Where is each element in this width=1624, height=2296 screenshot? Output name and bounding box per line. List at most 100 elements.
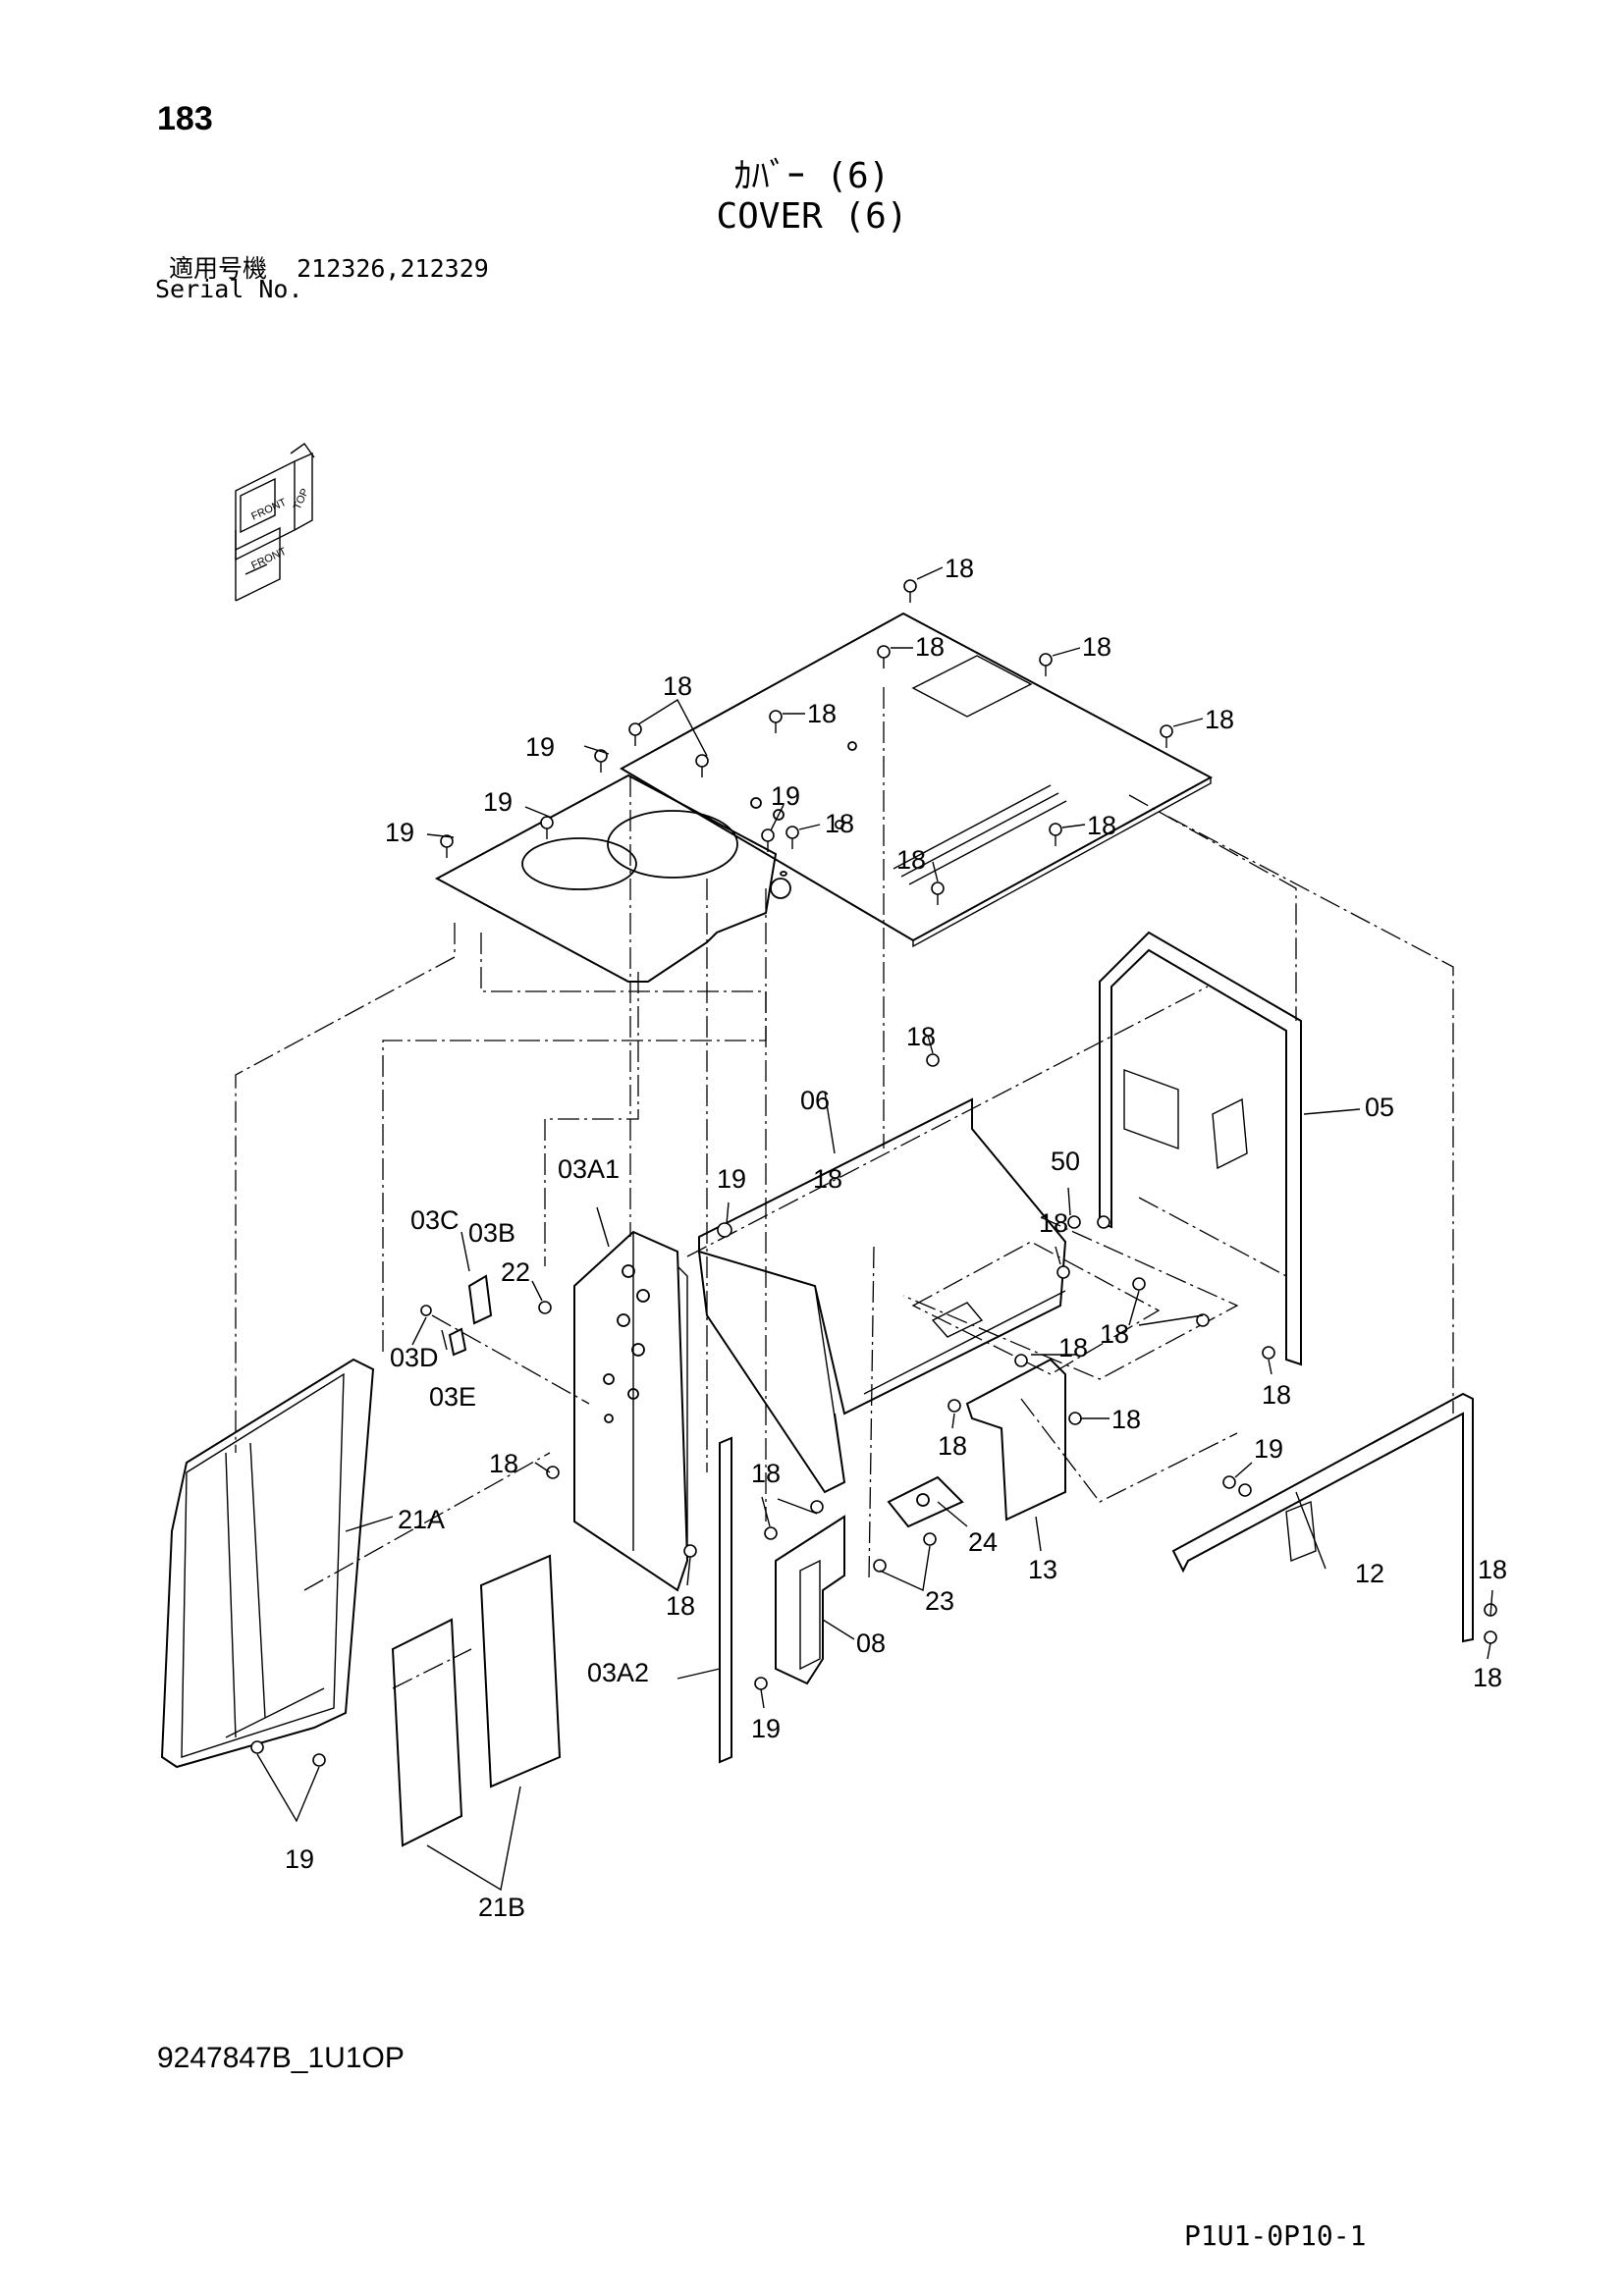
serial-label-ja-text: 適用号機 bbox=[169, 254, 268, 283]
bolt-icon bbox=[1222, 1475, 1236, 1489]
callout-label: 18 bbox=[813, 1164, 842, 1194]
callout-label: 19 bbox=[385, 818, 414, 847]
sheet-id: P1U1-0P10-1 bbox=[1184, 2219, 1367, 2252]
callout-label: 18 bbox=[807, 699, 837, 728]
orientation-icon: TOP FRONT FRONT bbox=[235, 443, 315, 602]
bolt-icon bbox=[1068, 1412, 1082, 1425]
assembly-chain-lines bbox=[235, 687, 1454, 1689]
plate-24 bbox=[887, 1475, 964, 1528]
callout-label: 18 bbox=[663, 671, 692, 701]
bolt-icon bbox=[764, 1526, 778, 1540]
callout-label: 21A bbox=[398, 1505, 445, 1534]
bolt-icon bbox=[1196, 1313, 1210, 1327]
serial-label-japanese: 適用号機 212326,212329 bbox=[169, 249, 489, 285]
callout-label: 18 bbox=[489, 1449, 518, 1478]
bolt-icon bbox=[923, 1532, 937, 1546]
callout-label: 12 bbox=[1355, 1559, 1384, 1588]
serial-label-english: Serial No. bbox=[155, 275, 303, 303]
callout-label: 18 bbox=[906, 1022, 936, 1051]
callout-label: 19 bbox=[1254, 1434, 1283, 1464]
callout-label: 03C bbox=[410, 1205, 460, 1235]
bolt-icon bbox=[754, 1677, 768, 1690]
bolt-icon bbox=[1049, 823, 1062, 846]
bolt-icon bbox=[250, 1740, 264, 1754]
bolt-icon bbox=[810, 1500, 824, 1514]
bolt-icon bbox=[926, 1053, 940, 1067]
bolt-icon bbox=[903, 579, 917, 603]
rear-frame-05 bbox=[1099, 931, 1302, 1366]
pads-21B bbox=[391, 1554, 562, 1847]
bolt-icon bbox=[312, 1753, 326, 1767]
bolt-icon bbox=[877, 645, 891, 668]
page-number: 183 bbox=[157, 100, 213, 137]
bolt-icon bbox=[1014, 1354, 1028, 1367]
callout-label: 18 bbox=[1058, 1333, 1088, 1362]
plate-13 bbox=[965, 1358, 1066, 1522]
callout-label: 18 bbox=[1262, 1380, 1291, 1410]
small-brackets bbox=[448, 1274, 552, 1357]
callout-label: 18 bbox=[945, 554, 974, 583]
callout-label: 19 bbox=[285, 1844, 314, 1874]
bolt-icon bbox=[628, 722, 642, 746]
callout-label: 18 bbox=[1087, 811, 1116, 840]
bolts bbox=[250, 579, 1497, 1767]
bracket-12 bbox=[1171, 1392, 1474, 1643]
callout-label: 18 bbox=[1205, 705, 1234, 734]
bumper-frame-21A bbox=[160, 1358, 375, 1769]
callout-label: 08 bbox=[856, 1629, 886, 1658]
bolt-icon bbox=[1238, 1483, 1252, 1497]
serial-numbers: 212326,212329 bbox=[297, 254, 489, 283]
bolt-icon bbox=[1056, 1265, 1070, 1279]
callout-label: 18 bbox=[825, 809, 854, 838]
side-panel-03A1 bbox=[573, 1230, 689, 1592]
callout-label: 19 bbox=[525, 732, 555, 762]
top-cover-plate bbox=[619, 612, 1214, 948]
callout-label: 18 bbox=[1100, 1319, 1129, 1349]
bolt-icon bbox=[873, 1559, 887, 1573]
bolt-icon bbox=[1097, 1215, 1110, 1229]
bolt-icon bbox=[1067, 1215, 1081, 1229]
callout-label: 06 bbox=[800, 1086, 830, 1115]
bolt-icon bbox=[931, 881, 945, 905]
center-housing-06 bbox=[698, 1097, 1067, 1494]
strip-03A2 bbox=[719, 1436, 732, 1764]
callout-label: 18 bbox=[915, 632, 945, 662]
callout-label: 03B bbox=[468, 1218, 515, 1248]
callout-label: 13 bbox=[1028, 1555, 1057, 1584]
callout-label: 18 bbox=[666, 1591, 695, 1621]
bolt-icon bbox=[769, 710, 783, 733]
bolt-icon bbox=[440, 834, 454, 858]
callout-label: 18 bbox=[896, 845, 926, 875]
bolt-icon bbox=[420, 1305, 432, 1316]
bolt-icon bbox=[540, 816, 554, 839]
callout-label: 19 bbox=[483, 787, 513, 817]
callout-label: 19 bbox=[751, 1714, 781, 1743]
callout-label: 03A2 bbox=[587, 1658, 649, 1687]
bolt-icon bbox=[1160, 724, 1173, 748]
callout-label: 21B bbox=[478, 1893, 525, 1922]
callout-label: 19 bbox=[717, 1164, 746, 1194]
bolt-icon bbox=[1262, 1346, 1275, 1360]
callout-label: 19 bbox=[771, 781, 800, 811]
callout-label: 24 bbox=[968, 1527, 998, 1557]
bolt-icon bbox=[683, 1544, 697, 1558]
callout-labels: 18 18 18 18 18 18 18 18 18 18 19 19 19 1… bbox=[285, 554, 1507, 1922]
callout-label: 18 bbox=[1478, 1555, 1507, 1584]
callout-label: 23 bbox=[925, 1586, 954, 1616]
title-english: COVER (6) bbox=[716, 196, 908, 237]
bolt-icon bbox=[785, 826, 799, 849]
callout-label: 18 bbox=[1111, 1405, 1141, 1434]
bolt-icon bbox=[546, 1466, 560, 1479]
bolt-icon bbox=[695, 754, 709, 777]
callout-label: 50 bbox=[1051, 1147, 1080, 1176]
callout-label: 03E bbox=[429, 1382, 476, 1412]
callout-label: 22 bbox=[501, 1257, 530, 1287]
callout-label: 18 bbox=[751, 1459, 781, 1488]
bolt-icon bbox=[1132, 1277, 1146, 1291]
callout-label: 18 bbox=[1082, 632, 1111, 662]
bolt-icon bbox=[717, 1222, 732, 1238]
bolt-icon bbox=[1484, 1630, 1497, 1644]
bolt-icon bbox=[761, 828, 775, 852]
leader-lines bbox=[256, 566, 1493, 1892]
